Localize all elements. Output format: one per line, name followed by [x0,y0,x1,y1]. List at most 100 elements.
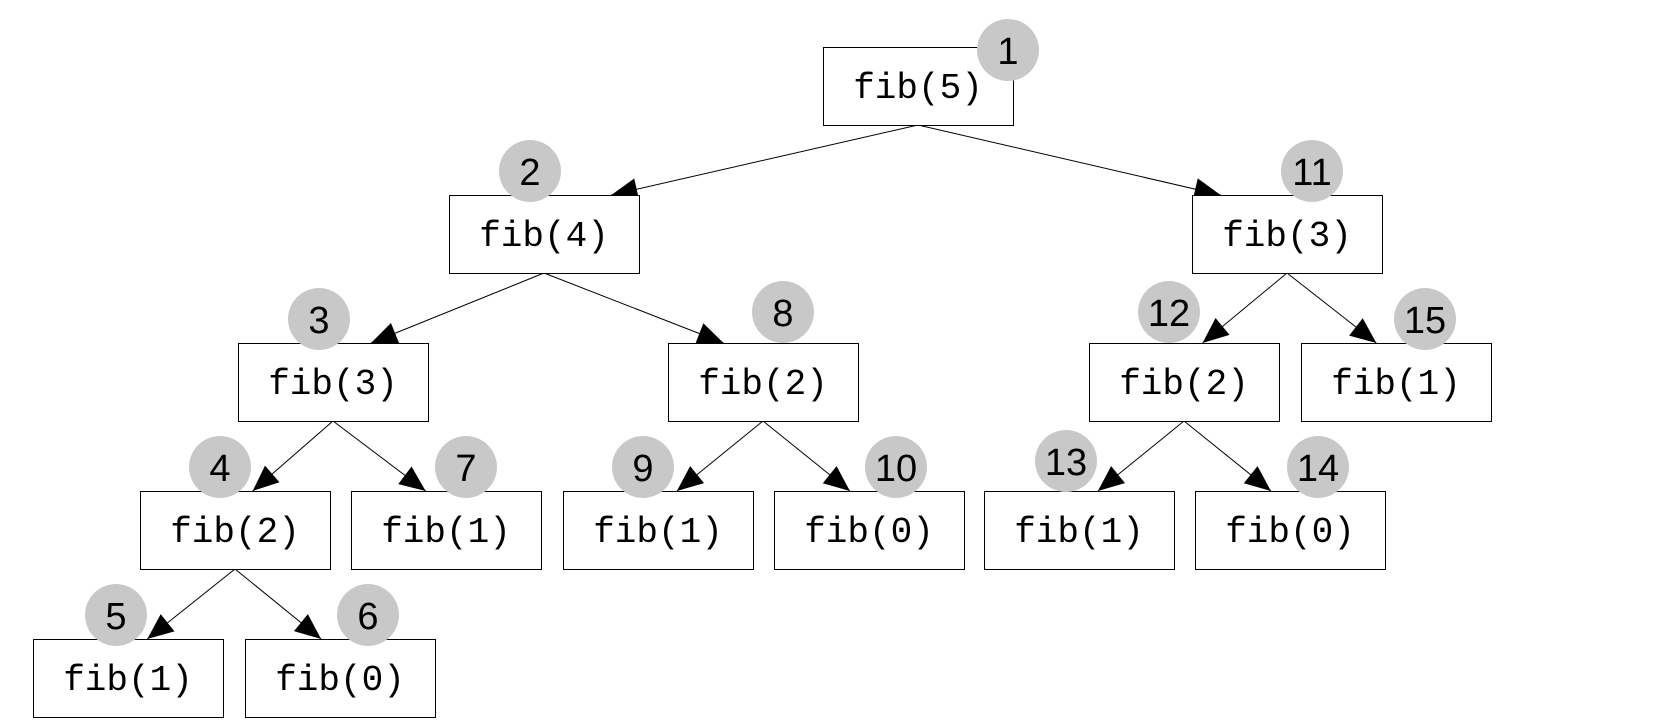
node-label: fib(4) [479,216,609,257]
order-badge-n5: 5 [85,584,147,646]
order-badge-n7: 7 [435,436,497,498]
node-n2: fib(4) [449,195,640,274]
node-n4: fib(2) [140,491,331,570]
order-badge-n6: 6 [337,584,399,646]
node-label: fib(2) [1119,364,1249,405]
node-n12: fib(2) [1089,343,1280,422]
arrowhead-n8-n10 [822,466,850,491]
node-box [238,343,429,422]
badge-circle [1035,430,1097,492]
node-label: fib(1) [63,660,193,701]
arrowhead-n3-n7 [398,466,426,491]
arrowhead-n11-n12 [1202,317,1230,343]
badge-number: 13 [1045,442,1087,484]
node-label: fib(1) [1331,364,1461,405]
node-box [774,491,965,570]
badge-circle [1287,436,1349,498]
node-box [245,639,436,718]
badge-number: 11 [1292,152,1331,194]
badge-circle [435,436,497,498]
badge-number: 15 [1404,300,1446,342]
order-badge-n15: 15 [1394,288,1456,350]
badge-circle [612,436,674,498]
node-label: fib(0) [275,660,405,701]
edge-n1-n11 [917,124,1221,196]
arrowhead-n1-n2 [611,178,640,200]
node-n6: fib(0) [245,639,436,718]
edge-n2-n8 [543,272,724,344]
badge-circle [752,281,814,343]
badge-number: 12 [1148,293,1190,335]
badge-number: 7 [455,448,476,490]
badge-circle [85,584,147,646]
badge-number: 1 [997,31,1018,73]
node-box [563,491,754,570]
node-box [1301,343,1492,422]
node-label: fib(3) [1222,216,1352,257]
order-badge-n14: 14 [1287,436,1349,498]
node-box [1192,195,1383,274]
arrowhead-n2-n8 [695,323,724,344]
badge-number: 8 [772,293,793,335]
node-n7: fib(1) [351,491,542,570]
node-n11: fib(3) [1192,195,1383,274]
node-n10: fib(0) [774,491,965,570]
node-box [668,343,859,422]
node-label: fib(3) [268,364,398,405]
badge-number: 14 [1297,448,1339,490]
order-badge-n11: 11 [1281,140,1343,202]
badge-circle [977,19,1039,81]
node-label: fib(2) [698,364,828,405]
order-badge-n4: 4 [189,436,251,498]
order-badge-n1: 1 [977,19,1039,81]
node-n8: fib(2) [668,343,859,422]
badge-circle [499,140,561,202]
arrowhead-n12-n13 [1097,466,1126,491]
badge-circle [865,436,927,498]
arrowhead-n3-n4 [252,465,280,491]
node-label: fib(0) [804,512,934,553]
node-box [1089,343,1280,422]
badge-number: 10 [875,448,917,490]
node-box [449,195,640,274]
node-n9: fib(1) [563,491,754,570]
order-badge-n9: 9 [612,436,674,498]
node-label: fib(1) [381,512,511,553]
edges-layer [146,124,1377,640]
node-box [1195,491,1386,570]
badge-circle [189,436,251,498]
badge-circle [288,288,350,350]
node-n14: fib(0) [1195,491,1386,570]
arrowhead-n2-n3 [370,323,400,344]
badge-number: 4 [209,448,230,490]
node-box [140,491,331,570]
node-n13: fib(1) [984,491,1175,570]
badge-circle [337,584,399,646]
arrowhead-n12-n14 [1243,466,1271,491]
arrowhead-n1-n11 [1192,178,1221,200]
nodes-layer: fib(5) fib(4) fib(3) fib(2) fib(1) fib(0) fib(… [33,47,1492,718]
node-box [33,639,224,718]
badge-circle [1394,288,1456,350]
arrowhead-n4-n5 [147,614,175,639]
node-label: fib(1) [593,512,723,553]
order-badge-n8: 8 [752,281,814,343]
edge-n2-n3 [370,272,545,344]
node-n5: fib(1) [33,639,224,718]
arrowhead-n8-n9 [676,466,705,491]
edge-n1-n2 [611,124,919,196]
arrowhead-n11-n15 [1349,318,1377,343]
order-badge-n3: 3 [288,288,350,350]
node-box [984,491,1175,570]
node-label: fib(5) [853,68,983,109]
arrowhead-n4-n6 [293,614,322,639]
badge-number: 9 [632,448,653,490]
badge-circle [1281,140,1343,202]
node-label: fib(1) [1014,512,1144,553]
badge-number: 5 [105,596,126,638]
badge-circle [1138,281,1200,343]
node-label: fib(0) [1225,512,1355,553]
badge-number: 6 [357,596,378,638]
